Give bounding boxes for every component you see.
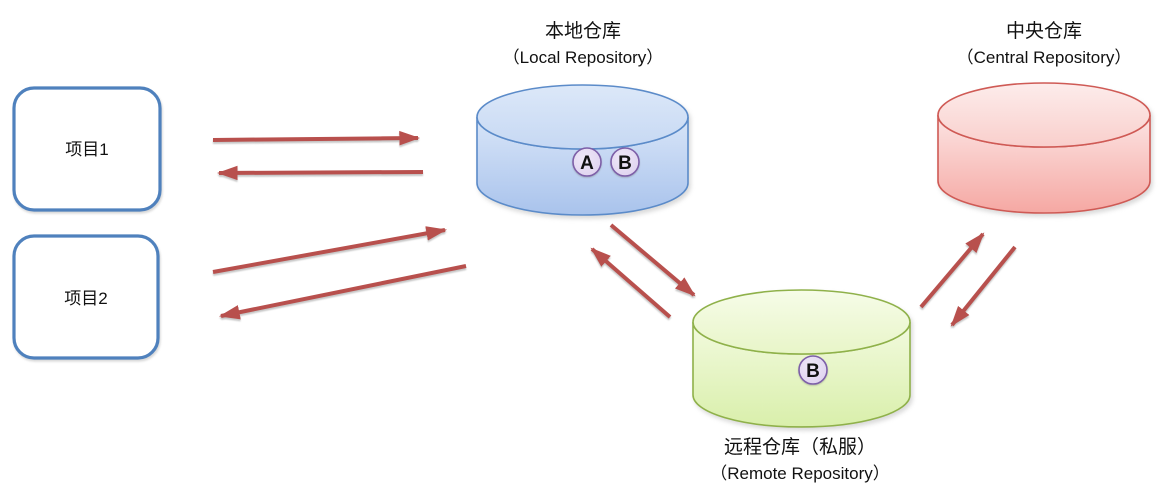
arrow-local-to-project2: [218, 264, 467, 320]
local-repo-title-en: （Local Repository）: [503, 48, 664, 67]
central-repo-cylinder: [937, 82, 1151, 214]
central-repo-title-zh: 中央仓库: [1006, 20, 1082, 42]
remote-repo-title-en: （Remote Repository）: [710, 464, 890, 483]
local-repo-title-zh: 本地仓库: [545, 20, 621, 42]
project-1-label: 项目1: [65, 140, 108, 159]
artifact-a: A: [572, 147, 602, 177]
arrow-local-to-project1: [216, 165, 424, 181]
arrow-local-to-remote: [609, 223, 696, 297]
arrow-project1-to-local: [212, 130, 421, 146]
remote-repo-title-zh: 远程仓库（私服）: [724, 436, 876, 458]
arrow-remote-to-local: [590, 247, 672, 319]
remote-artifact-b: B: [798, 355, 828, 385]
local-repository: 本地仓库 （Local Repository） A B: [476, 20, 689, 216]
arrows: [212, 130, 1017, 327]
remote-repo-cylinder: [692, 289, 911, 428]
remote-repository: B 远程仓库（私服） （Remote Repository）: [692, 289, 911, 483]
project-1-box: 项目1: [12, 86, 162, 212]
arrow-remote-to-central: [919, 232, 985, 309]
artifact-a-label: A: [580, 153, 594, 174]
central-repo-title-en: （Central Repository）: [957, 48, 1132, 67]
artifact-b-label: B: [618, 153, 632, 174]
artifact-b: B: [610, 147, 640, 177]
arrow-central-to-remote: [950, 245, 1017, 327]
arrow-project2-to-local: [212, 226, 448, 274]
central-repository: 中央仓库 （Central Repository）: [937, 20, 1151, 214]
project-2-box: 项目2: [12, 234, 160, 360]
project-2-label: 项目2: [64, 289, 107, 308]
remote-artifact-b-label: B: [806, 361, 820, 382]
